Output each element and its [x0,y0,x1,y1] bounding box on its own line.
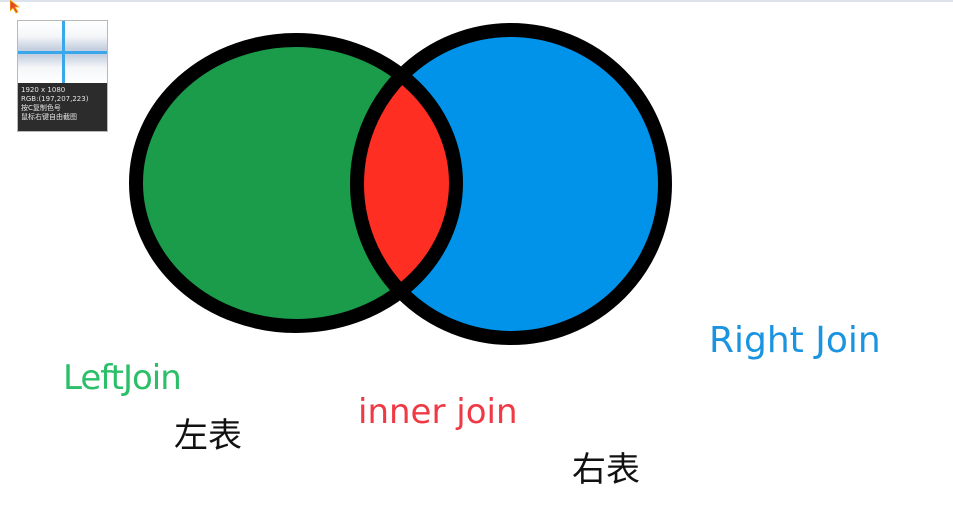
right-circle-outline [350,23,672,345]
picker-screenshot-hint: 鼠标右键自由截图 [21,113,77,121]
right-table-label: 右表 [572,450,640,490]
picker-rgb: RGB:(197,207,223) [21,95,89,103]
inner-join-label: inner join [358,392,518,432]
mouse-cursor-icon [10,0,21,14]
left-circle-outline [129,33,463,333]
top-border [0,0,953,2]
right-join-label: Right Join [709,320,881,361]
picker-resolution: 1920 x 1080 [21,86,66,94]
left-join-label: LeftJoin [63,358,182,398]
left-table-label: 左表 [174,416,242,456]
picker-copy-hint: 按C复制色号 [21,104,61,112]
color-picker-widget: 1920 x 1080 RGB:(197,207,223) 按C复制色号 鼠标右… [17,20,108,132]
crosshair-vertical [62,21,65,83]
picker-info: 1920 x 1080 RGB:(197,207,223) 按C复制色号 鼠标右… [18,83,107,131]
